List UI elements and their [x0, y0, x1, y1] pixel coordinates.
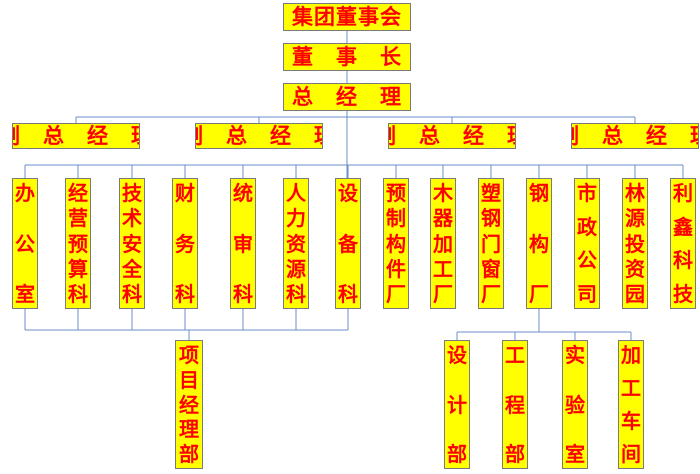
department-box: 钢构厂: [526, 178, 552, 309]
steel-subunit-box: 工程部: [502, 340, 528, 469]
department-box: 市政公司: [574, 178, 600, 309]
steel-subunit-box: 设计部: [444, 340, 470, 469]
deputy-manager-box: 副 总 经 理: [571, 123, 699, 149]
department-box: 林源投资园: [622, 178, 648, 309]
deputy-manager-box: 副 总 经 理: [388, 123, 516, 149]
department-box: 利鑫科技: [670, 178, 696, 309]
department-box: 人力资源科: [283, 178, 309, 309]
steel-subunit-box: 实验室: [562, 340, 588, 469]
department-box: 技术安全科: [119, 178, 145, 309]
project-department-box: 项目经理部: [175, 340, 203, 469]
department-box: 设备科: [335, 178, 361, 309]
steel-subunit-box: 加工车间: [618, 340, 644, 469]
department-box: 预制构件厂: [383, 178, 409, 309]
department-box: 木器加工厂: [430, 178, 456, 309]
department-box: 统审科: [230, 178, 256, 309]
department-box: 办公室: [12, 178, 38, 309]
chairman-box: 董 事 长: [283, 43, 411, 71]
group-board-box: 集团董事会: [283, 3, 411, 31]
general-manager-box: 总 经 理: [283, 83, 411, 111]
department-box: 塑钢门窗厂: [478, 178, 504, 309]
department-box: 财务科: [172, 178, 198, 309]
deputy-manager-box: 副 总 经 理: [12, 123, 140, 149]
deputy-manager-box: 副 总 经 理: [195, 123, 323, 149]
department-box: 经营预算科: [65, 178, 91, 309]
